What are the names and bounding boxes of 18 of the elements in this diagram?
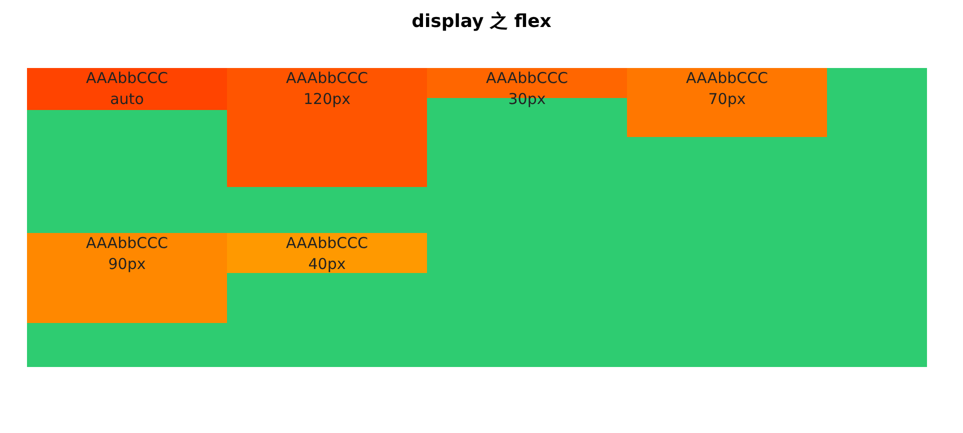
item-size: 70px [707,89,747,110]
flex-container-box [27,68,927,367]
item-label: AAAbbCCC [84,68,170,89]
item-label: AAAbbCCC [284,68,370,89]
title: display 之 flex [410,10,552,34]
item-size: 90px [107,254,147,275]
item-label: AAAbbCCC [84,233,170,254]
item-size: 120px [302,89,352,110]
flex-item-box [227,68,427,187]
flex-item-box [627,68,827,137]
item-label: AAAbbCCC [284,233,370,254]
flex-item-box [27,68,227,110]
flex-item-box [227,233,427,273]
flex-item-box [27,233,227,323]
item-size: auto [109,89,145,110]
item-label: AAAbbCCC [684,68,770,89]
item-label: AAAbbCCC [484,68,570,89]
item-size: 40px [307,254,347,275]
